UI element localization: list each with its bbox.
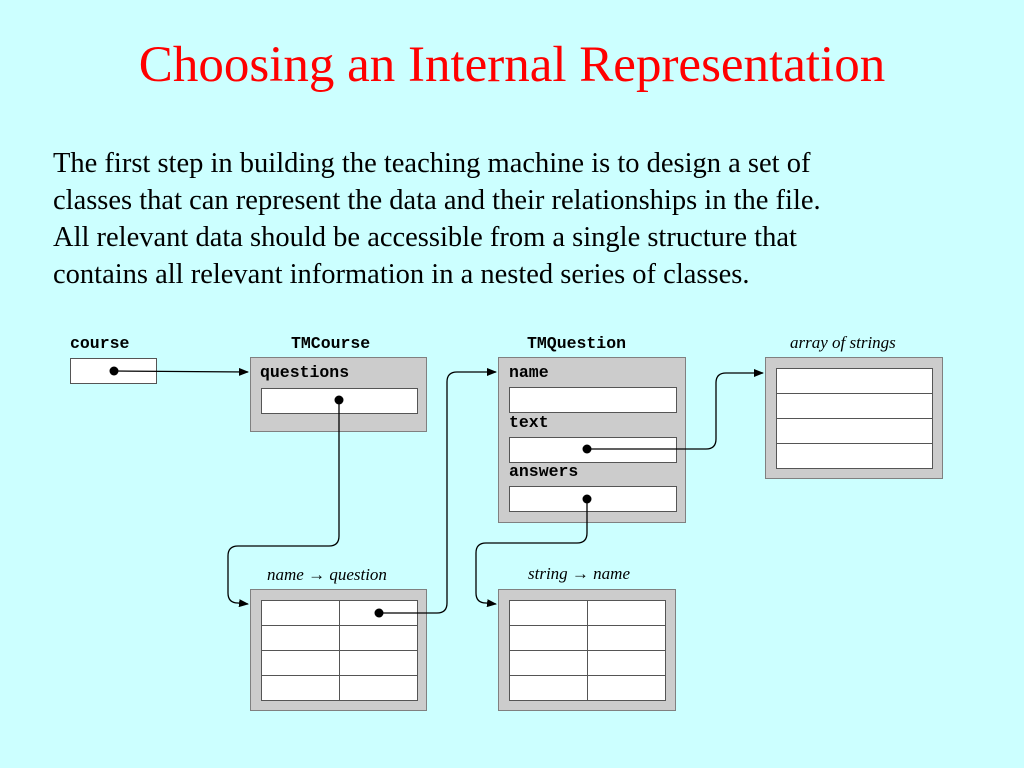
course-pointer-dot	[109, 366, 119, 376]
array-of-strings-object	[765, 357, 943, 479]
text-pointer-arrow	[582, 369, 764, 454]
answers-pointer-dot	[582, 494, 592, 504]
slide-paragraph: The first step in building the teaching …	[53, 145, 1003, 293]
array-cell	[776, 443, 933, 469]
answers-map-table	[509, 600, 666, 701]
paragraph-line: classes that can represent the data and …	[53, 185, 821, 216]
paragraph-line: All relevant data should be accessible f…	[53, 222, 797, 253]
array-of-strings-label: array of strings	[790, 333, 896, 352]
tmquestion-text-field	[509, 437, 677, 463]
text-pointer-dot	[582, 444, 592, 454]
tmquestion-text-label: text	[509, 413, 549, 432]
tmquestion-answers-label: answers	[509, 462, 579, 481]
tmquestion-name-field	[509, 387, 677, 413]
answers-pointer-arrow	[475, 494, 592, 608]
tmquestion-name-label: name	[509, 363, 549, 382]
answers-map-object	[498, 589, 676, 711]
tmquestion-object: name text answers	[498, 357, 686, 523]
answers-map-label: string → name	[528, 564, 630, 583]
map-key-cell	[261, 650, 340, 676]
map-key-cell	[261, 675, 340, 701]
course-pointer-arrow	[109, 366, 249, 376]
map-key-cell	[261, 600, 340, 626]
paragraph-line: The first step in building the teaching …	[53, 148, 811, 179]
questions-map-label: name → question	[267, 565, 387, 584]
questions-pointer-dot	[334, 395, 344, 405]
map-value-cell	[339, 650, 418, 676]
slide-title: Choosing an Internal Representation	[138, 37, 886, 93]
question-entry-pointer-dot	[374, 608, 384, 618]
tmquestion-class-label: TMQuestion	[527, 334, 627, 353]
tmcourse-class-label: TMCourse	[291, 334, 371, 353]
tmquestion-answers-field	[509, 486, 677, 512]
questions-pointer-arrow	[227, 395, 344, 608]
tmcourse-questions-label: questions	[260, 363, 350, 382]
question-entry-pointer-arrow	[374, 368, 497, 618]
map-value-cell	[587, 675, 666, 701]
paragraph-line: contains all relevant information in a n…	[53, 259, 750, 290]
array-of-strings-table	[776, 368, 933, 469]
map-value-cell	[339, 675, 418, 701]
course-variable-label: course	[70, 334, 130, 353]
map-key-cell	[509, 675, 588, 701]
